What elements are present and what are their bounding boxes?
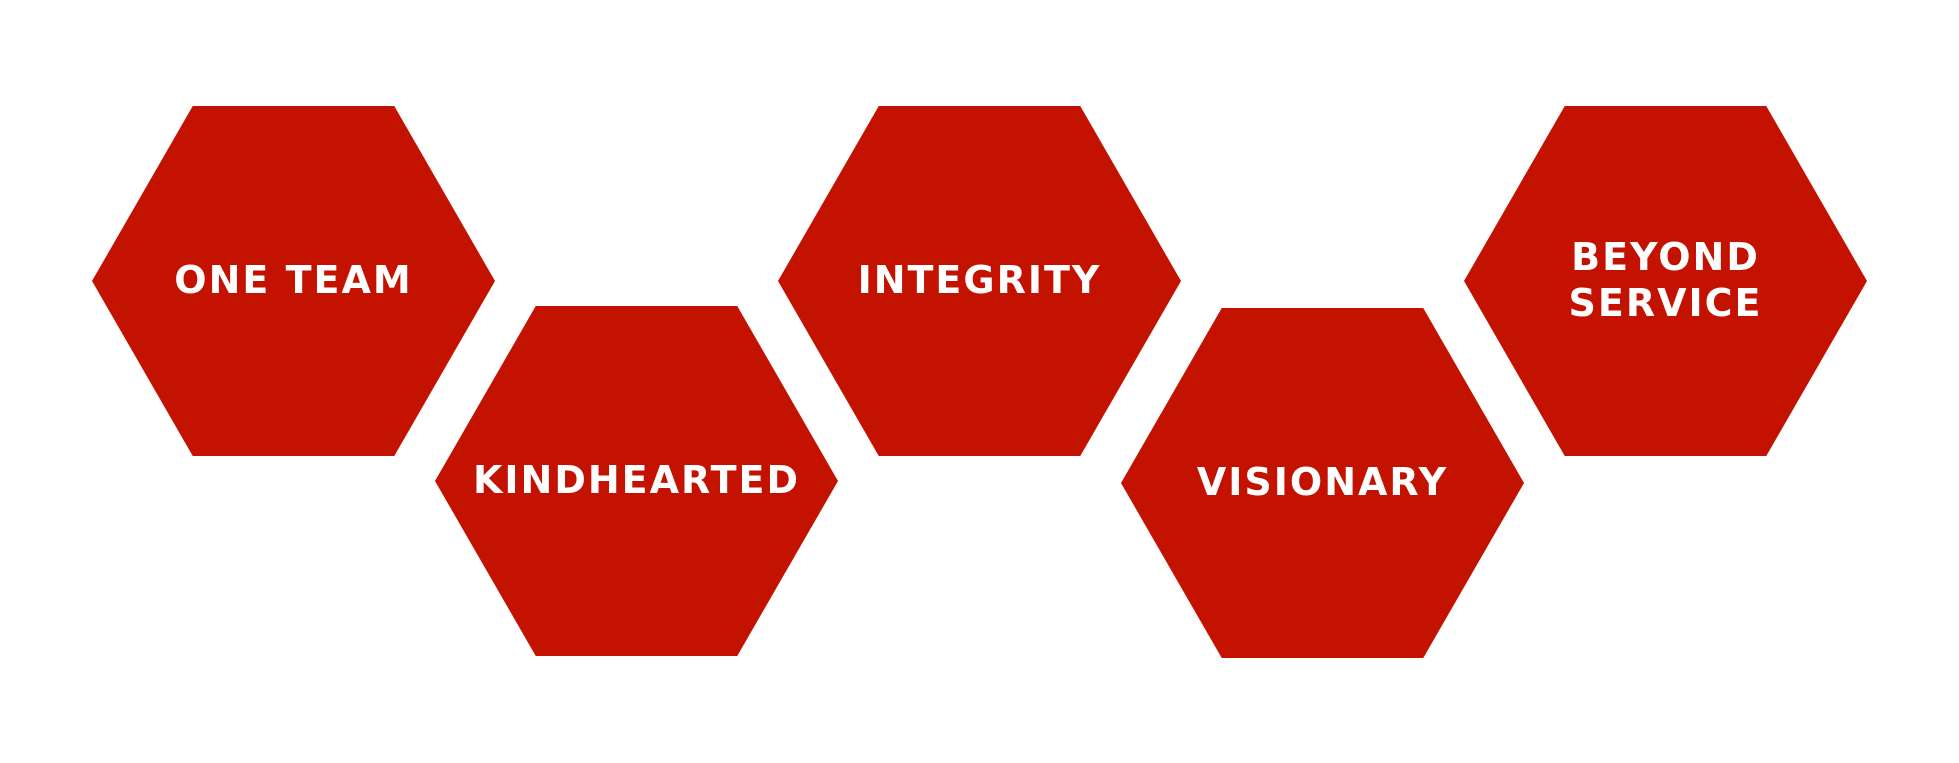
hexagon-beyond-service: BEYOND SERVICE <box>1464 106 1867 456</box>
hexagon-visionary: VISIONARY <box>1121 308 1524 658</box>
hexagon-label: KINDHEARTED <box>472 458 801 503</box>
hexagon-kindhearted: KINDHEARTED <box>435 306 838 656</box>
hexagon-label: INTEGRITY <box>857 258 1102 303</box>
hexagon-one-team: ONE TEAM <box>92 106 495 456</box>
hexagon-integrity: INTEGRITY <box>778 106 1181 456</box>
hexagon-label: BEYOND SERVICE <box>1568 235 1763 325</box>
hexagon-label: VISIONARY <box>1196 460 1449 505</box>
hexagon-label: ONE TEAM <box>174 258 413 303</box>
